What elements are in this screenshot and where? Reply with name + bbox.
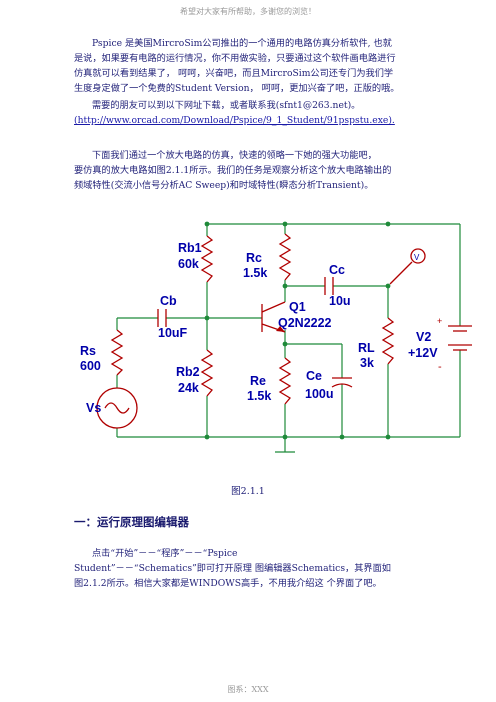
text-line: 是说，如果要有电路的运行情况，你不用做实验，只要通过这个软件画电路进行 [74, 53, 396, 64]
v2-value: +12V [408, 346, 438, 360]
v2-label: V2 [416, 330, 431, 344]
ce-label: Ce [306, 369, 322, 383]
resistor-rs [110, 329, 124, 376]
text-line: 生度身定做了一个免费的Student Version， 呵呵，更加兴奋了吧，正版… [74, 83, 400, 94]
rb1-value: 60k [178, 257, 199, 271]
q1-label: Q1 [289, 300, 306, 314]
page-header-note: 希望对大家有所帮助，多谢您的浏览！ [180, 7, 316, 16]
page-footer-note: 图系：XXX [227, 685, 269, 694]
rb2-label: Rb2 [176, 365, 200, 379]
intro-paragraph-3: 下面我们通过一个放大电路的仿真，快速的领略一下她的强大功能吧， 要仿真的放大电路… [74, 148, 419, 193]
cb-value: 10uF [158, 326, 188, 340]
intro-paragraph-2: 需要的朋友可以到以下网址下载，或者联系我(sfnt1@263.net)。 (ht… [74, 98, 419, 128]
cb-label: Cb [160, 294, 177, 308]
rs-label: Rs [80, 344, 96, 358]
text-line: 下面我们通过一个放大电路的仿真，快速的领略一下她的强大功能吧， [92, 150, 377, 161]
resistor-re [278, 357, 292, 405]
rl-value: 3k [360, 356, 374, 370]
text-line: Pspice 是美国MircroSim公司推出的一个通用的电路仿真分析软件, 也… [92, 38, 392, 49]
resistor-rl [381, 317, 395, 365]
text-line: 需要的朋友可以到以下网址下载，或者联系我(sfnt1@263.net)。 [92, 100, 361, 111]
voltage-probe-icon [410, 248, 426, 264]
transistor-emitter-arrow [276, 326, 285, 332]
section-heading: 一：运行原理图编辑器 [74, 515, 189, 529]
transistor-collector [261, 301, 286, 313]
ce-value: 100u [305, 387, 334, 401]
rb2-value: 24k [178, 381, 199, 395]
probe-label: V [414, 253, 420, 262]
circuit-components [96, 233, 472, 429]
q1-model: Q2N2222 [278, 316, 332, 330]
text-line: 图2.1.2所示。相信大家都是WINDOWS高手，不用我介绍这 个界面了吧。 [74, 578, 382, 589]
download-link[interactable]: (http://www.orcad.com/Download/Pspice/9_… [74, 115, 395, 126]
plus-sign: + [437, 316, 442, 326]
text-line: 点击“开始”－－“程序”－－“Pspice [92, 548, 238, 559]
text-line: 频域特性(交流小信号分析AC Sweep)和时域特性(瞬态分析Transient… [74, 180, 374, 191]
resistor-rc [278, 233, 292, 281]
resistor-rb1 [200, 235, 214, 283]
figure-caption: 图2.1.1 [231, 486, 265, 497]
re-value: 1.5k [247, 389, 271, 403]
rb1-label: Rb1 [178, 241, 202, 255]
cc-value: 10u [329, 294, 351, 308]
rc-value: 1.5k [243, 266, 267, 280]
rl-label: RL [358, 341, 375, 355]
vs-label: Vs [86, 401, 101, 415]
section-paragraph: 点击“开始”－－“程序”－－“Pspice Student”－－“Schemat… [74, 546, 419, 591]
circuit-wires [116, 223, 461, 453]
text-line: 要仿真的放大电路如图2.1.1所示。我们的任务是观察分析这个放大电路输出的 [74, 165, 392, 176]
circuit-junctions [204, 221, 391, 440]
text-line: 仿真就可以看到结果了， 呵呵，兴奋吧，而且MircroSim公司还专门为我们学 [74, 68, 394, 79]
re-label: Re [250, 374, 266, 388]
intro-paragraph-1: Pspice 是美国MircroSim公司推出的一个通用的电路仿真分析软件, 也… [74, 36, 419, 96]
cc-label: Cc [329, 263, 345, 277]
minus-sign: - [438, 361, 442, 373]
capacitor-ce-curved-plate [331, 383, 353, 388]
resistor-rb2 [200, 349, 214, 397]
ac-source-vs [96, 387, 138, 429]
text-line: Student”－－“Schematics”即可打开原理 图编辑器Schemat… [74, 563, 391, 574]
rc-label: Rc [246, 251, 262, 265]
rs-value: 600 [80, 359, 101, 373]
